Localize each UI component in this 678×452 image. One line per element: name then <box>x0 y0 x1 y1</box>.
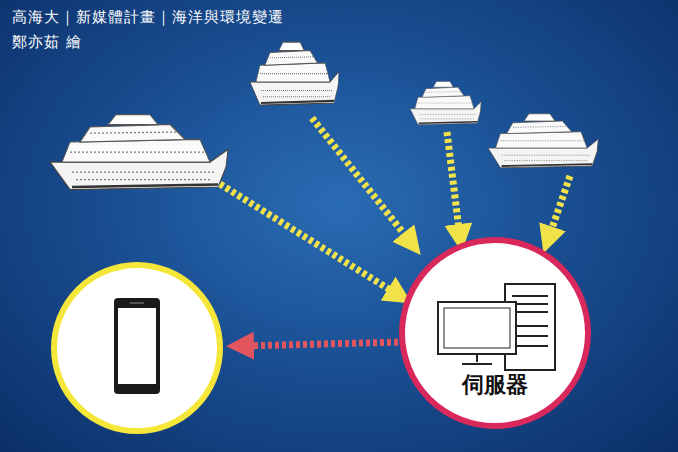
phone-circle <box>54 265 220 431</box>
cruise-ship <box>410 81 481 124</box>
computer-icon <box>438 284 555 370</box>
cruise-ship <box>250 42 339 105</box>
push-arrow <box>240 342 405 346</box>
header-credit: 高海大｜新媒體計畫｜海洋與環境變遷 <box>12 8 284 27</box>
artist-credit: 鄭亦茹 繪 <box>12 33 82 52</box>
cruise-ship <box>488 114 598 168</box>
phone-icon <box>114 298 160 394</box>
server-node: 伺服器 <box>402 240 588 426</box>
server-label: 伺服器 <box>402 370 588 400</box>
server-circle <box>402 240 588 426</box>
cruise-ship <box>50 115 228 190</box>
